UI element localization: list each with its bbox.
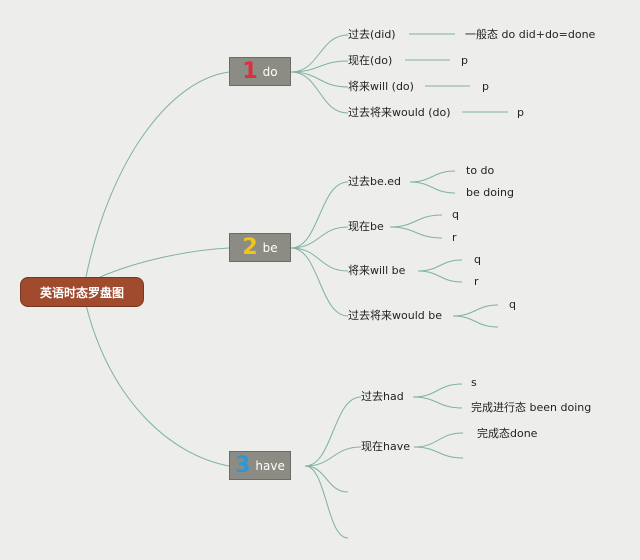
connector-be-present-leaf-1 bbox=[389, 226, 443, 239]
connector-be-branch-1 bbox=[290, 226, 349, 249]
tense-node-be[interactable]: 2 be bbox=[229, 233, 291, 262]
connector-root-do bbox=[85, 71, 230, 278]
tense-node-do[interactable]: 1 do bbox=[229, 57, 291, 86]
leaf-be-past-0[interactable]: to do bbox=[466, 164, 495, 177]
branch-be-past-future[interactable]: 过去将来would be bbox=[348, 309, 442, 322]
connector-be-present-leaf-0 bbox=[389, 214, 443, 228]
connector-have-branch-2 bbox=[304, 465, 349, 493]
branch-be-present[interactable]: 现在be bbox=[348, 220, 384, 233]
connector-be-future-leaf-0 bbox=[417, 259, 463, 272]
leaf-be-future-1[interactable]: r bbox=[474, 275, 479, 288]
connector-be-pastfuture-leaf-0 bbox=[452, 304, 499, 317]
leaf-do-past-future-0[interactable]: p bbox=[517, 106, 524, 119]
connector-have-branch-3 bbox=[304, 465, 349, 539]
root-title: 英语时态罗盘图 bbox=[39, 285, 124, 300]
connector-have-branch-0 bbox=[304, 396, 362, 467]
node-label-have: have bbox=[255, 458, 285, 473]
leaf-be-future-0[interactable]: q bbox=[474, 253, 481, 266]
branch-have-present[interactable]: 现在have bbox=[361, 440, 410, 453]
connector-have-past-leaf-0 bbox=[412, 383, 463, 398]
branch-be-past[interactable]: 过去be.ed bbox=[348, 175, 401, 188]
leaf-be-past-future-0[interactable]: q bbox=[509, 298, 516, 311]
connector-do-branch-3 bbox=[290, 71, 349, 114]
leaf-have-past-0[interactable]: s bbox=[471, 376, 477, 389]
connector-have-present-leaf-1 bbox=[413, 446, 464, 459]
branch-have-past[interactable]: 过去had bbox=[361, 390, 404, 403]
connector-be-future-leaf-1 bbox=[417, 270, 463, 283]
leaf-do-past-0[interactable]: 一般态 do did+do=done bbox=[465, 28, 596, 41]
connector-have-branch-1 bbox=[304, 446, 362, 467]
number-three-icon: 3 bbox=[235, 452, 251, 478]
connector-be-branch-3 bbox=[290, 247, 349, 317]
tense-node-have[interactable]: 3 have bbox=[229, 451, 291, 480]
connector-be-branch-0 bbox=[290, 181, 349, 249]
branch-do-present[interactable]: 现在(do) bbox=[348, 54, 393, 67]
branch-do-future[interactable]: 将来will (do) bbox=[348, 80, 414, 93]
connector-do-branch-0 bbox=[290, 34, 349, 73]
number-two-icon: 2 bbox=[242, 234, 258, 260]
connector-be-past-leaf-1 bbox=[409, 181, 456, 194]
branch-do-past[interactable]: 过去(did) bbox=[348, 28, 396, 41]
connector-be-pastfuture-leaf-1 bbox=[452, 315, 499, 328]
leaf-be-past-1[interactable]: be doing bbox=[466, 186, 514, 199]
leaf-have-past-1[interactable]: 完成进行态 been doing bbox=[471, 401, 592, 414]
leaf-do-future-0[interactable]: p bbox=[482, 80, 489, 93]
branch-do-past-future[interactable]: 过去将来would (do) bbox=[348, 106, 451, 119]
connector-be-branch-2 bbox=[290, 247, 349, 272]
leaf-be-present-0[interactable]: q bbox=[452, 208, 459, 221]
connector-be-past-leaf-0 bbox=[409, 170, 456, 183]
number-one-icon: 1 bbox=[242, 58, 258, 84]
node-label-be: be bbox=[262, 240, 278, 255]
connector-have-past-leaf-1 bbox=[412, 396, 463, 409]
leaf-be-present-1[interactable]: r bbox=[452, 231, 457, 244]
leaf-have-present-0[interactable]: 完成态done bbox=[477, 427, 538, 440]
leaf-do-present-0[interactable]: p bbox=[461, 54, 468, 67]
root-node[interactable]: 英语时态罗盘图 bbox=[20, 277, 144, 307]
connector-root-have bbox=[85, 304, 230, 467]
node-label-do: do bbox=[262, 64, 278, 79]
branch-be-future[interactable]: 将来will be bbox=[348, 264, 406, 277]
connector-have-present-leaf-0 bbox=[413, 432, 464, 448]
connector-do-branch-1 bbox=[290, 60, 349, 73]
connector-do-branch-2 bbox=[290, 71, 349, 88]
connector-root-be bbox=[99, 247, 230, 278]
